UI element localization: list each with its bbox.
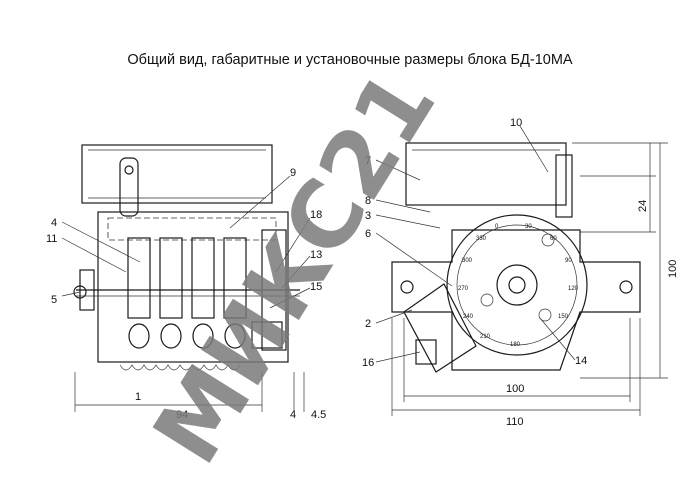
dial-scale-330: 330 xyxy=(476,236,487,242)
dial-outer xyxy=(446,214,588,356)
callout-14: 14 xyxy=(575,355,587,367)
callout-10: 10 xyxy=(510,117,522,129)
lever xyxy=(119,157,139,217)
mount-hole-right xyxy=(619,280,633,294)
callout-5: 5 xyxy=(51,294,57,306)
cover-box xyxy=(81,144,273,204)
callout-15: 15 xyxy=(310,281,322,293)
dial-scale-90: 90 xyxy=(565,258,572,264)
dial-hub xyxy=(496,264,538,306)
callout-9: 9 xyxy=(290,167,296,179)
dial-scale-60: 60 xyxy=(550,236,557,242)
callout-16: 16 xyxy=(362,357,374,369)
callout-labels: 10 9 7 8 3 6 4 11 18 13 15 5 2 16 14 1 xyxy=(46,117,587,403)
dim-100-vertical: 100 xyxy=(667,260,679,278)
shaft-end xyxy=(73,285,87,299)
dim-4-5: 4.5 xyxy=(311,409,326,421)
left-view xyxy=(61,144,311,412)
dim-4: 4 xyxy=(290,409,296,421)
dial-scale-210: 210 xyxy=(480,334,491,340)
dial-scale-0: 0 xyxy=(495,224,499,230)
dim-24: 24 xyxy=(637,200,649,212)
dial-scale-120: 120 xyxy=(568,286,579,292)
front-cover xyxy=(405,142,567,206)
right-view xyxy=(375,125,668,416)
body-frame xyxy=(97,211,289,363)
callout-2: 2 xyxy=(365,318,371,330)
callout-1: 1 xyxy=(135,391,141,403)
callout-11: 11 xyxy=(46,233,57,245)
dial-scale-270: 270 xyxy=(458,286,469,292)
dimension-labels: 94 4 4.5 100 110 24 100 xyxy=(176,200,679,428)
callout-13: 13 xyxy=(310,249,322,261)
callout-8: 8 xyxy=(365,195,371,207)
cam-stack xyxy=(127,237,247,319)
dim-94: 94 xyxy=(176,409,188,421)
dial-scale-240: 240 xyxy=(463,314,474,320)
dial-scale-300: 300 xyxy=(462,258,473,264)
callout-18: 18 xyxy=(310,209,322,221)
microswitch xyxy=(403,283,477,373)
mount-hole-left xyxy=(400,280,414,294)
callout-7: 7 xyxy=(365,155,371,167)
page-title: Общий вид, габаритные и установочные раз… xyxy=(127,52,573,68)
callout-4: 4 xyxy=(51,217,57,229)
terminals xyxy=(119,323,246,371)
dial-scale-30: 30 xyxy=(525,224,532,230)
callout-3: 3 xyxy=(365,210,371,222)
dim-110: 110 xyxy=(506,416,524,428)
dial-scale-180: 180 xyxy=(510,342,521,348)
dim-100-horizontal: 100 xyxy=(506,383,524,395)
callout-6: 6 xyxy=(365,228,371,240)
dial-scale-150: 150 xyxy=(558,314,569,320)
dial-scale-labels: 0 30 60 90 120 150 180 210 240 270 300 3… xyxy=(458,224,579,348)
mounting-flange xyxy=(391,229,641,371)
